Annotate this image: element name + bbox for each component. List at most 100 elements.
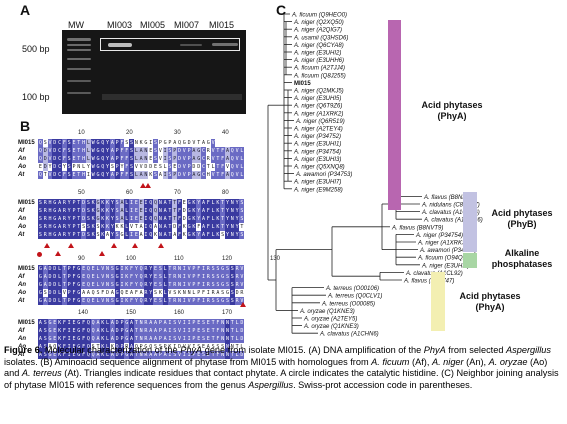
alignment-residue: S: [42, 289, 48, 297]
alignment-residue: R: [42, 223, 48, 231]
alignment-tick-label: 110: [174, 256, 184, 262]
alignment-residue: S: [157, 273, 163, 281]
alignment-residue: A: [148, 335, 154, 343]
alignment-residue: S: [38, 199, 43, 207]
alignment-residue: E: [196, 335, 202, 343]
alignment-residue: R: [172, 265, 178, 273]
alignment-residue: L: [85, 139, 91, 147]
alignment-residue: K: [167, 343, 173, 351]
alignment-residue: L: [124, 207, 130, 215]
ladder-band: [67, 44, 91, 46]
alignment-residue: G: [38, 289, 43, 297]
alignment-residue: R: [143, 351, 149, 359]
alignment-residue: D: [239, 351, 245, 359]
alignment-residue: E: [205, 327, 211, 335]
alignment-residue: G: [47, 351, 53, 359]
alignment-row-name: At: [18, 352, 25, 358]
alignment-residue: H: [81, 171, 86, 179]
alignment-residue: A: [109, 171, 115, 179]
alignment-residue: A: [201, 199, 206, 207]
alignment-residue: T: [76, 207, 82, 215]
alignment-residue: A: [162, 327, 168, 335]
alignment-residue: I: [186, 335, 192, 343]
alignment-residue: L: [234, 351, 240, 359]
clade-label-text: (PhyA): [475, 302, 505, 312]
alignment-residue: V: [181, 343, 187, 351]
sample-band-mi007: [180, 44, 202, 46]
alignment-residue: H: [205, 171, 211, 179]
alignment-residue: D: [191, 163, 197, 171]
alignment-residue: A: [162, 207, 168, 215]
alignment-residue: Y: [66, 215, 72, 223]
alignment-residue: A: [57, 207, 62, 215]
alignment-residue: S: [42, 139, 48, 147]
alignment-residue: T: [229, 327, 235, 335]
alignment-residue: S: [167, 171, 173, 179]
alignment-residue: S: [95, 223, 101, 231]
alignment-residue: V: [181, 163, 187, 171]
alignment-residue: L: [95, 273, 101, 281]
alignment-residue: I: [181, 273, 187, 281]
alignment-residue: T: [133, 335, 139, 343]
alignment-residue: C: [57, 163, 62, 171]
alignment-residue: P: [66, 265, 72, 273]
alignment-residue: N: [177, 297, 182, 305]
tree-leaf-label: A. clavatus (A1CHN6): [319, 332, 379, 338]
alignment-residue: Y: [133, 297, 139, 305]
alignment-residue: V: [133, 163, 139, 171]
alignment-residue: F: [220, 163, 226, 171]
alignment-residue: V: [129, 223, 134, 231]
alignment-residue: R: [42, 207, 48, 215]
alignment-residue: F: [196, 281, 202, 289]
alignment-residue: G: [52, 207, 58, 215]
alignment-residue: R: [61, 231, 67, 239]
alignment-residue: T: [167, 231, 173, 239]
caption-text: isolates. (B) Aminoacid sequence alignme…: [4, 356, 372, 367]
alignment-residue: T: [61, 281, 67, 289]
alignment-row-name: An: [18, 336, 26, 342]
alignment-residue: P: [66, 289, 72, 297]
alignment-residue: Y: [148, 281, 154, 289]
alignment-residue: P: [167, 139, 173, 147]
alignment-residue: L: [239, 171, 245, 179]
alignment-residue: I: [66, 343, 72, 351]
alignment-residue: G: [186, 215, 192, 223]
alignment-residue: D: [47, 289, 53, 297]
alignment-residue: Y: [148, 273, 154, 281]
alignment-residue: V: [191, 139, 197, 147]
tree-leaf-label: A. oryzae (Q1KNE3): [303, 324, 359, 330]
alignment-residue: Q: [85, 319, 91, 327]
alignment-residue: P: [114, 163, 120, 171]
alignment-residue: S: [172, 335, 178, 343]
alignment-residue: E: [153, 273, 158, 281]
alignment-residue: V: [210, 139, 216, 147]
alignment-residue: S: [42, 327, 48, 335]
alignment-residue: V: [186, 297, 192, 305]
alignment-residue: T: [215, 147, 221, 155]
clade-label-text: (PhyB): [507, 219, 537, 229]
alignment-residue: P: [157, 327, 163, 335]
alignment-residue: A: [225, 147, 230, 155]
alignment-residue: S: [172, 319, 178, 327]
alignment-residue: F: [61, 155, 67, 163]
alignment-residue: C: [57, 147, 62, 155]
alignment-residue: R: [205, 281, 211, 289]
alignment-residue: T: [61, 273, 67, 281]
alignment-residue: S: [239, 207, 245, 215]
alignment-residue: V: [239, 281, 245, 289]
alignment-residue: S: [38, 231, 43, 239]
alignment-residue: E: [124, 289, 130, 297]
alignment-residue: I: [162, 171, 168, 179]
tree-leaf-label: A. awamori (P34753): [295, 172, 352, 178]
alignment-residue: Q: [85, 351, 91, 359]
alignment-residue: R: [61, 207, 67, 215]
alignment-residue: S: [157, 265, 163, 273]
alignment-residue: K: [100, 351, 106, 359]
alignment-residue: N: [229, 223, 235, 231]
alignment-tick-label: 20: [126, 130, 133, 136]
alignment-residue: K: [191, 231, 197, 239]
alignment-tick-label: 150: [126, 310, 137, 316]
